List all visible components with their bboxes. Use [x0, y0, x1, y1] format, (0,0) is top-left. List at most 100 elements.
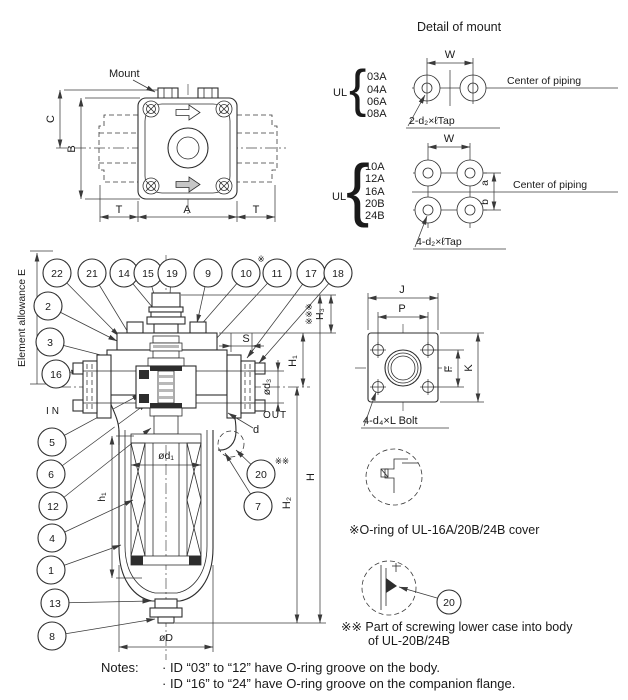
balloon-17: 17	[296, 258, 326, 288]
flange-bolt-holes	[370, 342, 436, 395]
size-item: 10A	[365, 161, 385, 173]
balloon-20: 20 ※※	[246, 456, 289, 489]
flange-bolt	[72, 399, 84, 412]
svg-text:13: 13	[49, 598, 61, 610]
brace: {	[346, 150, 369, 228]
balloon-12: 12	[38, 491, 68, 521]
dim-label-b: b	[479, 199, 491, 205]
svg-text:16: 16	[50, 369, 62, 381]
size-item: 04A	[367, 84, 387, 96]
screw-detail-circle	[361, 560, 417, 616]
flow-arrow-icon	[175, 176, 201, 193]
dim-label-j: J	[399, 284, 405, 296]
svg-text:2: 2	[45, 301, 51, 313]
drain-plug	[149, 607, 183, 618]
lower-case	[118, 430, 214, 624]
tap-label: 2-d₂×ℓTap	[409, 115, 455, 127]
svg-text:20: 20	[443, 597, 455, 609]
mount-detail-2tap: UL { 03A 04A 06A 08A W Center of piping …	[333, 49, 618, 129]
oring-note: ※O-ring of UL-16A/20B/24B cover	[349, 523, 539, 537]
dim-label-t-right: T	[253, 204, 260, 216]
dim-label-w: W	[444, 133, 455, 145]
mount-detail: Detail of mount UL { 03A 04A 06A 08A W C…	[332, 20, 618, 250]
balloon-20-mark: ※※	[275, 456, 289, 466]
dim-label-h2: H₂	[281, 497, 293, 509]
screw-detail: 20 ※※ Part of screwing lower case into b…	[341, 560, 573, 648]
balloon-16: 16	[41, 359, 71, 389]
svg-text:21: 21	[86, 268, 98, 280]
dim-label-s: S	[242, 333, 249, 345]
svg-text:14: 14	[118, 268, 130, 280]
element-allowance-label: Element allowance E	[16, 269, 28, 367]
out-companion-flange	[240, 360, 256, 414]
svg-text:15: 15	[142, 268, 154, 280]
svg-text:22: 22	[51, 268, 63, 280]
flange-bolt	[254, 362, 266, 375]
in-companion-flange	[82, 360, 98, 414]
mount-ear-left	[157, 87, 179, 100]
head-screws	[142, 100, 233, 195]
thread-section	[386, 578, 397, 593]
mount-ear-right	[197, 87, 219, 100]
notes: Notes: · ID “03” to “12” have O-ring gro…	[101, 660, 515, 691]
in-label: IN	[46, 406, 62, 417]
dim-h3-marks: ※※※	[304, 303, 314, 324]
notes-line1: · ID “03” to “12” have O-ring groove on …	[162, 660, 440, 675]
svg-text:17: 17	[305, 268, 317, 280]
balloon-21: 21	[77, 258, 107, 288]
svg-text:12: 12	[47, 501, 59, 513]
balloon-3: 3	[35, 327, 65, 357]
out-flange	[226, 354, 242, 419]
balloon-19: 19	[157, 258, 187, 288]
filter-head-top-outline	[137, 97, 238, 200]
svg-text:7: 7	[255, 501, 261, 513]
tap-label: 4-d₂×ℓTap	[416, 236, 462, 248]
balloon-10: 10 ※	[231, 254, 265, 288]
balloon-4: 4	[37, 523, 67, 553]
center-of-piping-label: Center of piping	[513, 179, 587, 191]
balloon-22: 22	[42, 258, 72, 288]
dim-label-d3: ød₃	[261, 379, 273, 396]
balloon-2: 2	[33, 291, 63, 321]
svg-text:20: 20	[255, 469, 267, 481]
balloon-8: 8	[37, 621, 67, 651]
in-flange	[96, 354, 112, 419]
balloon-13: 13	[40, 588, 70, 618]
svg-text:9: 9	[205, 268, 211, 280]
center-of-piping-label: Center of piping	[507, 75, 581, 87]
svg-text:11: 11	[272, 268, 283, 280]
balloon-9: 9	[193, 258, 223, 288]
notes-line2: · ID “16” to “24” have O-ring groove on …	[162, 676, 515, 691]
svg-text:6: 6	[48, 469, 54, 481]
svg-text:19: 19	[166, 268, 178, 280]
series-label: UL	[332, 191, 346, 203]
svg-text:1: 1	[48, 565, 54, 577]
mount-label: Mount	[109, 68, 140, 80]
size-item: 12A	[365, 173, 385, 185]
svg-text:18: 18	[332, 268, 344, 280]
dim-label-a: A	[183, 204, 191, 216]
dim-label-dd: øD	[159, 632, 173, 644]
svg-text:4: 4	[49, 533, 55, 545]
flange-bolt	[254, 399, 266, 412]
svg-text:5: 5	[49, 437, 55, 449]
top-view: Mount C B T A T	[45, 68, 286, 222]
size-item: 06A	[367, 96, 387, 108]
dim-label-f: F	[443, 365, 455, 372]
balloon-10-mark: ※	[257, 254, 264, 264]
dim-label-b: B	[66, 145, 78, 152]
balloon-7: 7	[243, 491, 273, 521]
flange-bolt-label: 4-d₄×L Bolt	[363, 415, 418, 427]
notes-label: Notes:	[101, 660, 139, 675]
dim-label-k: K	[463, 364, 475, 372]
air-bleeder	[146, 292, 186, 334]
oring-detail: ※O-ring of UL-16A/20B/24B cover	[349, 448, 539, 537]
right-pipe-flange-hidden	[237, 114, 278, 183]
left-pipe-flange-hidden	[98, 114, 138, 183]
dim-label-p: P	[398, 303, 405, 315]
balloon-20-detail: 20	[436, 589, 462, 615]
dim-label-t-left: T	[116, 204, 123, 216]
oring-detail-circle	[365, 448, 423, 506]
size-item: 20B	[365, 198, 385, 210]
